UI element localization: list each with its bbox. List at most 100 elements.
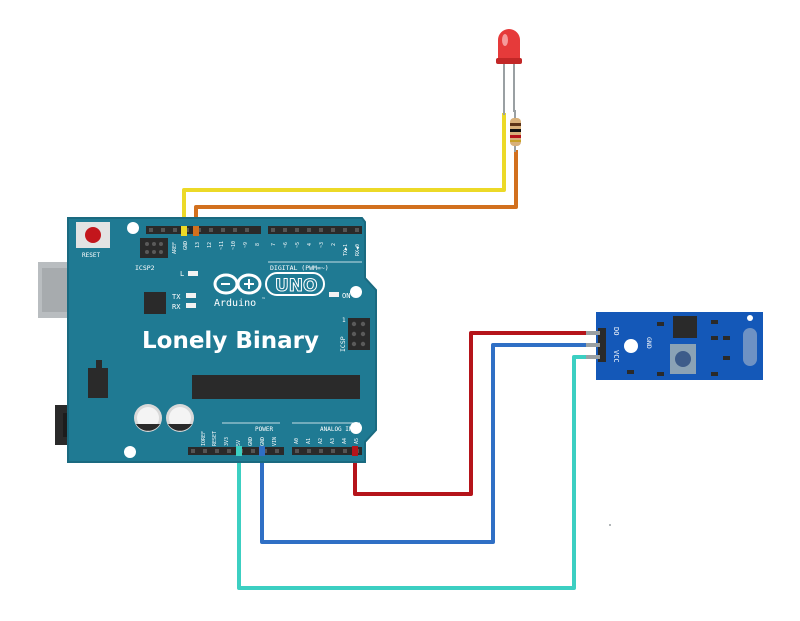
pin-ioref-label: IOREF bbox=[201, 431, 207, 446]
pin-3-label: ~3 bbox=[319, 242, 325, 248]
plug-red bbox=[352, 446, 358, 456]
sensor-pin-gnd bbox=[586, 343, 600, 347]
analog-header bbox=[292, 447, 362, 455]
mounting-hole bbox=[350, 422, 362, 434]
pin-a2-label: A2 bbox=[318, 438, 324, 444]
plug-orange bbox=[193, 226, 199, 236]
icsp-header bbox=[348, 318, 370, 350]
arduino-board: RESET ICSP2 AREF GND 13 12 ~11 ~10 ~9 bbox=[38, 217, 377, 463]
sensor-indicator-led bbox=[624, 339, 638, 353]
led-rim bbox=[496, 58, 522, 64]
rx-label: RX bbox=[172, 303, 181, 311]
rx-led bbox=[186, 303, 196, 308]
mounting-hole bbox=[124, 446, 136, 458]
pin-gnd1-label: GND bbox=[248, 437, 254, 446]
pin-vin-label: VIN bbox=[272, 437, 278, 446]
aref-label: AREF bbox=[172, 242, 178, 254]
pin-6-label: ~6 bbox=[283, 242, 289, 248]
l-led bbox=[188, 271, 198, 276]
regulator-tab bbox=[96, 360, 102, 370]
capacitor bbox=[166, 404, 194, 432]
wire-blue-gnd-to-sensor-gnd bbox=[260, 343, 598, 544]
pin-tx1-label: TX▶1 bbox=[343, 244, 349, 256]
reset-button-cap[interactable] bbox=[85, 227, 101, 243]
sensor-pin-do bbox=[586, 331, 600, 335]
pin-12-label: 12 bbox=[207, 242, 213, 248]
pin-a5-label: A5 bbox=[354, 438, 360, 444]
pcb bbox=[67, 217, 377, 463]
sensor-pin-vcc bbox=[586, 355, 600, 359]
sensor-tilt-element bbox=[743, 328, 757, 366]
pin-5v-label: 5V bbox=[236, 440, 242, 446]
on-label: ON bbox=[342, 292, 350, 300]
arduino-tm: ™ bbox=[262, 297, 265, 303]
pin-3v3-label: 3V3 bbox=[224, 437, 230, 446]
power-label: POWER bbox=[255, 426, 273, 433]
stray-dot bbox=[609, 524, 611, 526]
mounting-hole bbox=[350, 286, 362, 298]
resistor-band-4 bbox=[510, 140, 521, 142]
wire-red-a0-to-sensor-do bbox=[353, 331, 598, 496]
plug-yellow bbox=[181, 226, 187, 236]
pin-13-label: 13 bbox=[195, 242, 201, 248]
uno-badge bbox=[265, 272, 325, 296]
pin-2-label: 2 bbox=[331, 243, 337, 246]
uno-text: UNO bbox=[275, 276, 317, 296]
pin-a4-label: A4 bbox=[342, 438, 348, 444]
wire-yellow-gnd-to-led bbox=[182, 113, 506, 232]
digital-header-right bbox=[268, 226, 362, 234]
voltage-regulator bbox=[88, 368, 108, 398]
plug-blue bbox=[259, 446, 265, 456]
wire-plugs bbox=[181, 226, 358, 456]
gnd-top-label: GND bbox=[183, 241, 189, 250]
brand-name: Lonely Binary bbox=[142, 328, 319, 354]
wire-cyan-5v-to-sensor-vcc bbox=[237, 355, 598, 590]
potentiometer-knob[interactable] bbox=[675, 351, 691, 367]
digital-label: DIGITAL (PWM=~) bbox=[270, 264, 329, 272]
usb-chip bbox=[144, 292, 166, 314]
resistor-band-1 bbox=[510, 123, 521, 126]
led-body bbox=[498, 29, 520, 62]
atmega-chip bbox=[192, 375, 360, 399]
digital-header-left bbox=[146, 226, 261, 234]
arduino-infinity-logo bbox=[213, 273, 262, 295]
pin-5-label: ~5 bbox=[295, 242, 301, 248]
tx-label: TX bbox=[172, 293, 181, 301]
pin-rx0-label: RX◀0 bbox=[355, 244, 361, 256]
pin-8-label: 8 bbox=[255, 243, 261, 246]
l-label: L bbox=[180, 270, 184, 278]
resistor-band-2 bbox=[510, 129, 521, 132]
capacitor bbox=[134, 404, 162, 432]
icsp2-header bbox=[140, 238, 168, 258]
icsp-pin1-label: 1 bbox=[342, 317, 346, 324]
pin-9-label: ~9 bbox=[243, 242, 249, 248]
pin-a1-label: A1 bbox=[306, 438, 312, 444]
reset-label: RESET bbox=[82, 252, 100, 259]
arduino-logo-text: Arduino bbox=[214, 298, 256, 309]
pin-a0-label: A0 bbox=[294, 438, 300, 444]
sensor-comparator-chip bbox=[673, 316, 697, 338]
icsp-label: ICSP bbox=[339, 336, 347, 352]
icsp2-label: ICSP2 bbox=[135, 264, 155, 272]
plug-cyan bbox=[236, 446, 242, 456]
digital-header-right-pins bbox=[271, 228, 359, 232]
sensor-do-label: DO bbox=[612, 327, 620, 335]
analog-label: ANALOG IN bbox=[320, 426, 353, 433]
pin-11-label: ~11 bbox=[219, 241, 225, 250]
pin-reset-label: RESET bbox=[212, 431, 218, 446]
pin-4-label: 4 bbox=[307, 243, 313, 246]
sensor-mount-hole bbox=[747, 315, 753, 321]
sensor-module: DO GND VCC bbox=[586, 312, 763, 380]
pin-10-label: ~10 bbox=[231, 241, 237, 250]
pin-gnd2-label: GND bbox=[260, 437, 266, 446]
smd-components bbox=[627, 320, 730, 376]
tx-led bbox=[186, 293, 196, 298]
sensor-pin-header bbox=[598, 328, 606, 362]
led-highlight bbox=[502, 34, 508, 46]
pin-a3-label: A3 bbox=[330, 438, 336, 444]
led bbox=[496, 29, 522, 115]
mounting-hole bbox=[127, 222, 139, 234]
sensor-vcc-label: VCC bbox=[612, 350, 620, 363]
on-led bbox=[329, 292, 339, 297]
